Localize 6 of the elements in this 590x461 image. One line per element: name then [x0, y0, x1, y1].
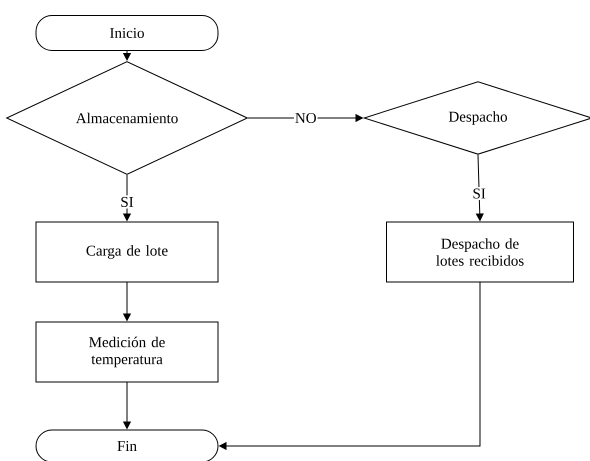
process-box: Medición de temperatura	[36, 322, 218, 382]
process-box: Carga de lote	[36, 222, 218, 282]
edge-label: NO	[294, 112, 318, 124]
edge-label: SI	[118, 195, 136, 208]
edge-label: SI	[471, 186, 488, 200]
process-box: Despacho de lotes recibidos	[386, 222, 574, 282]
